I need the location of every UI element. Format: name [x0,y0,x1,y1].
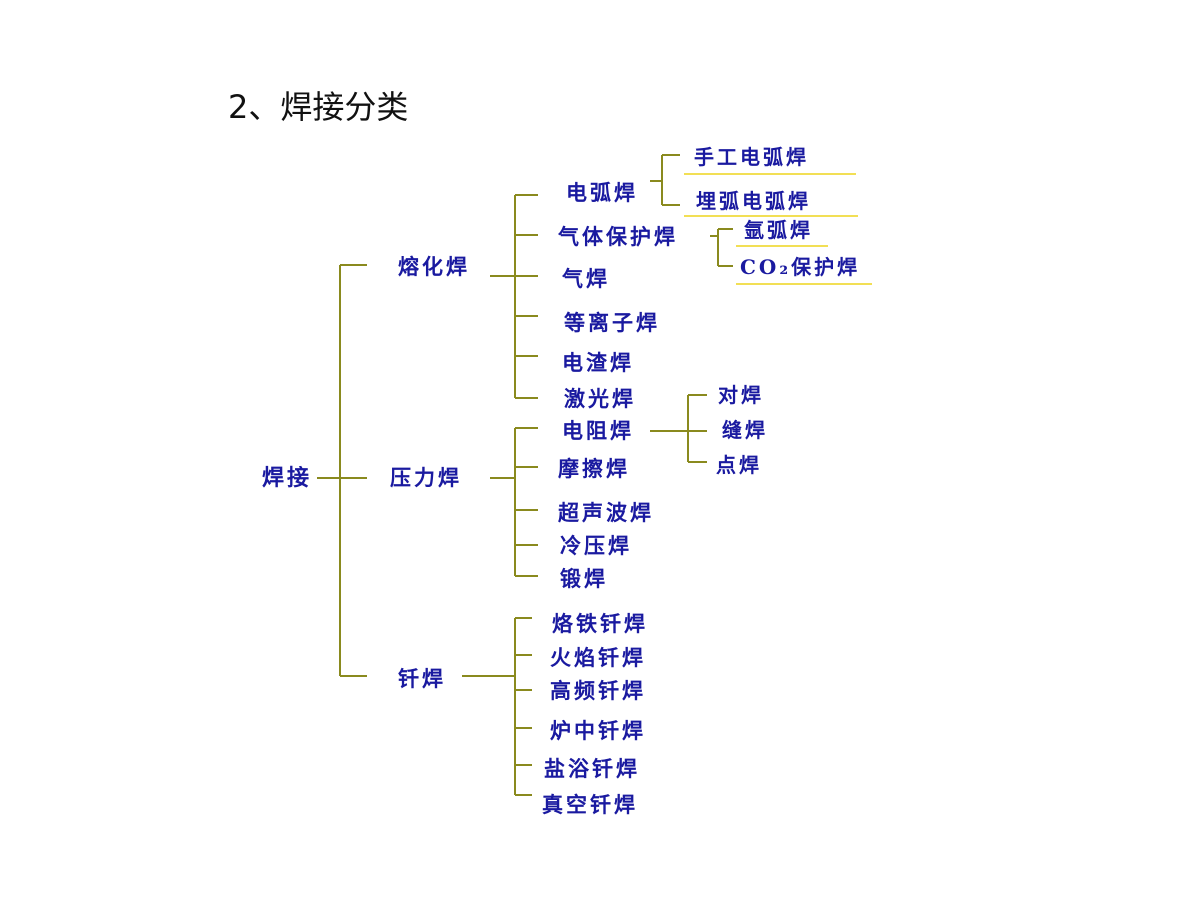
node-resistance-welding: 电阻焊 [562,418,634,443]
node-pressure-welding: 压力焊 [390,465,462,490]
node-high-frequency-brazing: 高频钎焊 [550,678,646,703]
node-gas-welding: 气焊 [562,266,610,291]
node-argon-arc-welding: 氩弧焊 [744,218,813,242]
node-fusion-welding: 熔化焊 [398,254,470,279]
highlight-underline [736,283,872,285]
highlight-underline [684,173,856,175]
node-flame-brazing: 火焰钎焊 [550,645,646,670]
node-vacuum-brazing: 真空钎焊 [542,792,638,817]
node-gas-shielded-welding: 气体保护焊 [558,224,678,249]
node-brazing: 钎焊 [398,666,446,691]
node-submerged-arc-welding: 埋弧电弧焊 [696,189,811,213]
node-spot-welding: 点焊 [716,453,762,477]
node-ultrasonic-welding: 超声波焊 [558,500,654,525]
node-arc-welding: 电弧焊 [566,180,638,205]
node-butt-welding: 对焊 [718,383,764,407]
node-salt-bath-brazing: 盐浴钎焊 [544,756,640,781]
node-manual-arc-welding: 手工电弧焊 [694,145,809,169]
node-forge-welding: 锻焊 [560,566,608,591]
node-root: 焊接 [262,465,313,491]
node-electroslag-welding: 电渣焊 [562,350,634,375]
node-seam-welding: 缝焊 [722,418,768,442]
node-cold-pressure-welding: 冷压焊 [560,533,632,558]
node-friction-welding: 摩擦焊 [558,456,630,481]
node-soldering-iron-brazing: 烙铁钎焊 [552,611,648,636]
slide-title: 2、焊接分类 [228,88,409,126]
node-plasma-welding: 等离子焊 [564,310,660,335]
node-furnace-brazing: 炉中钎焊 [550,718,646,743]
highlight-underline [736,245,828,247]
highlight-underline [684,215,858,217]
node-laser-welding: 激光焊 [564,386,636,411]
node-co2-shielded-welding: CO₂保护焊 [740,255,861,279]
